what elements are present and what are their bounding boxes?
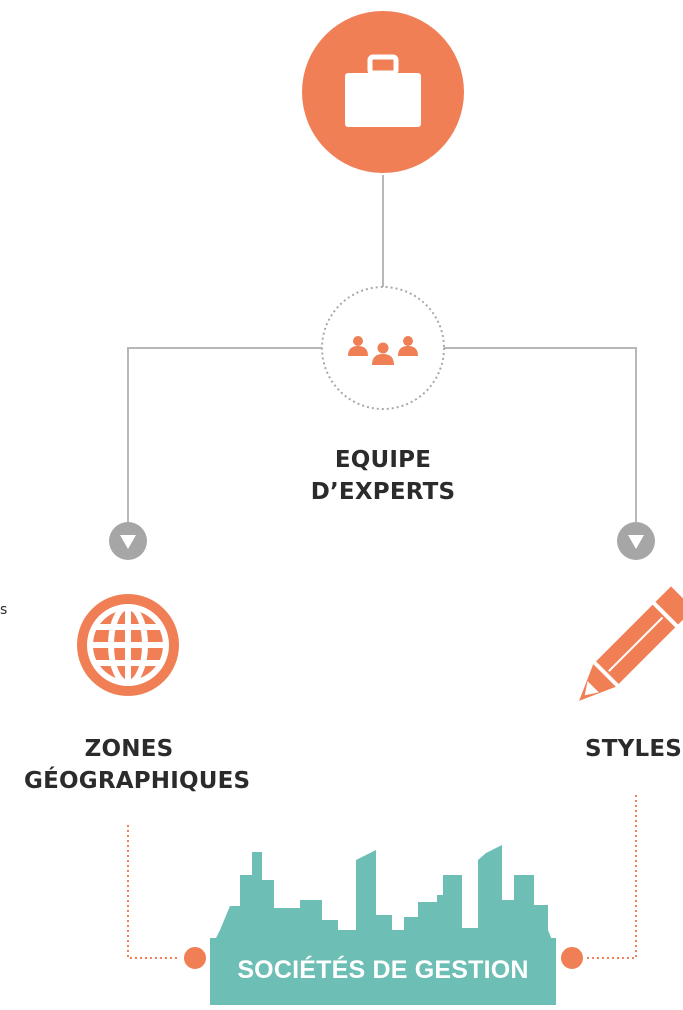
connector-center-to-right [444, 347, 637, 522]
banner [180, 938, 587, 1005]
banner-left-dot [180, 943, 210, 973]
team-people-icon [348, 336, 418, 365]
left-label-line1: ZONES [84, 736, 174, 762]
pencil-icon [579, 586, 683, 701]
connector-lines [127, 175, 637, 522]
dotted-connector-left [127, 825, 195, 959]
right-label-line1: STYLES [585, 736, 683, 762]
connector-center-to-left [127, 347, 322, 522]
center-label-line2: D’EXPERTS [310, 479, 456, 505]
edge-text-fragment: s [0, 602, 8, 618]
dotted-connector-right [572, 795, 637, 959]
banner-right-dot [557, 943, 587, 973]
right-node-label: STYLES [585, 733, 683, 765]
globe-icon [77, 594, 179, 696]
dotted-connectors [127, 795, 637, 959]
center-node-label: EQUIPE D’EXPERTS [283, 444, 483, 508]
center-label-line1: EQUIPE [334, 447, 432, 473]
left-node-label: ZONES GÉOGRAPHIQUES [24, 733, 251, 797]
center-node [321, 286, 445, 410]
left-label-line2: GÉOGRAPHIQUES [24, 768, 251, 794]
banner-bar [210, 938, 556, 1005]
top-node [302, 11, 464, 173]
right-arrow-marker [617, 522, 655, 560]
briefcase-icon [345, 54, 421, 127]
left-arrow-marker [109, 522, 147, 560]
banner-label: SOCIÉTÉS DE GESTION [237, 956, 529, 984]
